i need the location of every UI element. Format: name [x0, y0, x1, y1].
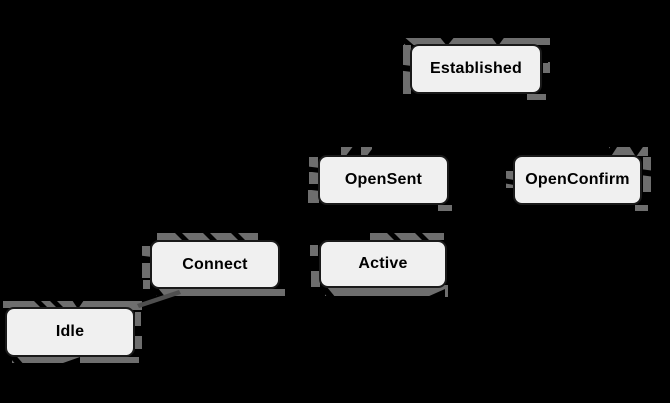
arrowhead-notch: [490, 35, 506, 46]
edge-shadow-diagonal: [137, 290, 181, 308]
state-label-connect: Connect: [182, 255, 248, 273]
box-shadow-fragment: [527, 94, 546, 100]
arrow-slash: [640, 169, 655, 177]
arrow-slash: [503, 178, 514, 185]
arrow-shadow: [370, 233, 444, 240]
arrowhead-notch: [628, 144, 645, 157]
box-shadow: [325, 288, 447, 296]
arrow-shadow: [309, 157, 318, 168]
state-node-connect: Connect: [150, 240, 280, 289]
box-shadow-fragment: [438, 205, 452, 211]
arrow-slash: [345, 145, 361, 157]
arrow-shadow: [142, 246, 150, 259]
arrow-slash: [384, 230, 402, 241]
arrow-shadow: [309, 172, 318, 184]
arrow-shadow: [127, 302, 142, 310]
connect-artifacts: [136, 230, 285, 299]
arrow-shadow: [543, 62, 550, 73]
established-artifacts: [394, 35, 550, 100]
arrow-slash: [172, 230, 190, 241]
arrow-slash: [136, 255, 152, 263]
arrow-shadow: [135, 312, 141, 326]
state-label-active: Active: [358, 255, 408, 272]
arrow-shadow: [311, 271, 320, 287]
arrow-slash: [47, 298, 65, 309]
arrow-shadow: [341, 147, 353, 155]
arrow-slash: [412, 230, 430, 241]
arrow-slash: [603, 144, 619, 158]
state-node-openconfirm: OpenConfirm: [513, 155, 642, 205]
arrow-slash: [366, 145, 381, 157]
arrow-slash: [31, 298, 49, 309]
state-node-opensent: OpenSent: [318, 155, 449, 205]
arrow-slash: [543, 57, 548, 63]
state-node-established: Established: [410, 44, 542, 94]
state-node-active: Active: [319, 240, 447, 288]
arrowhead-notch: [438, 35, 456, 46]
arrow-shadow: [143, 280, 150, 289]
arrow-slash: [200, 230, 218, 241]
arrow-shadow: [361, 147, 372, 155]
opensent-artifacts: [303, 145, 452, 211]
arrow-shadow: [3, 301, 142, 308]
state-label-openconfirm: OpenConfirm: [525, 171, 630, 188]
state-label-idle: Idle: [55, 323, 85, 340]
arrowhead-notch: [63, 357, 80, 363]
arrow-shadow: [310, 245, 318, 256]
active-artifacts: [304, 230, 448, 298]
state-label-opensent: OpenSent: [344, 171, 423, 188]
state-node-idle: Idle: [5, 307, 135, 357]
arrow-slash: [394, 35, 417, 48]
arrow-slash: [228, 230, 246, 241]
box-shadow: [156, 289, 285, 296]
arrow-slash: [145, 282, 167, 299]
arrow-shadow: [609, 147, 648, 156]
state-label-established: Established: [429, 60, 522, 77]
arrow-shadow: [142, 263, 151, 278]
arrow-slash: [304, 261, 320, 269]
arrow-shadow: [404, 38, 550, 45]
arrow-slash: [396, 64, 412, 72]
arrow-slash: [304, 166, 320, 173]
arrowhead-notch: [70, 297, 86, 309]
arrowhead-notch: [427, 289, 445, 297]
arrow-slash: [303, 184, 320, 191]
openconfirm-artifacts: [503, 144, 655, 211]
box-shadow-fragment: [635, 205, 648, 211]
arrow-shadow: [308, 190, 319, 203]
arrow-shadow: [135, 336, 142, 349]
